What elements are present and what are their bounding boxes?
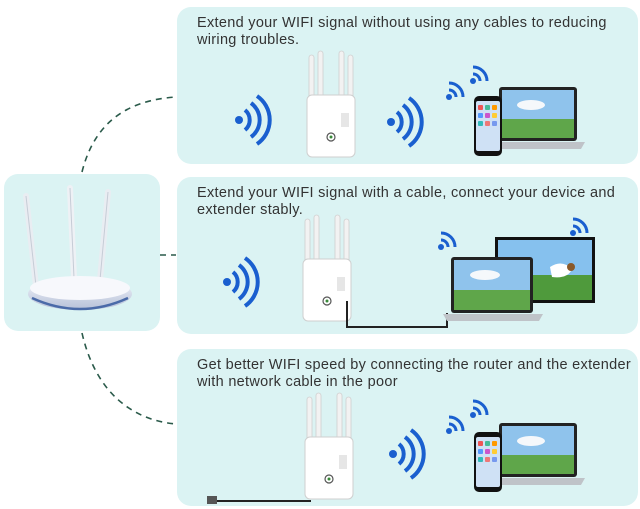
wifi-signal-icon <box>446 81 465 100</box>
wifi-signal-icon <box>389 428 426 480</box>
panel-caption: Extend your WIFI signal without using an… <box>197 15 607 48</box>
panel-wireless: Extend your WIFI signal without using an… <box>177 7 638 164</box>
laptop-icon <box>491 87 585 149</box>
extender-icon <box>306 50 356 158</box>
laptop-icon <box>443 257 543 321</box>
wifi-signal-icon <box>235 94 272 146</box>
wifi-signal-icon <box>223 256 260 308</box>
wifi-signal-icon <box>446 415 465 434</box>
ethernet-cable-icon <box>207 496 311 504</box>
router-panel <box>4 174 160 331</box>
wifi-signal-icon <box>570 217 589 236</box>
wifi-signal-icon <box>438 231 457 250</box>
wifi-signal-icon <box>470 399 489 418</box>
extender-icon <box>302 214 352 322</box>
panel-wired-router: Get better WIFI speed by connecting the … <box>177 349 638 506</box>
smartphone-icon <box>474 432 502 492</box>
panel-wired-device: Extend your WIFI signal with a cable, co… <box>177 177 638 334</box>
smartphone-icon <box>474 96 502 156</box>
extender-icon <box>304 392 354 500</box>
laptop-icon <box>491 423 585 485</box>
panel-caption: Get better WIFI speed by connecting the … <box>197 357 632 390</box>
panel-caption: Extend your WIFI signal with a cable, co… <box>197 185 616 218</box>
wifi-signal-icon <box>387 96 424 148</box>
router-icon <box>23 185 132 311</box>
wifi-signal-icon <box>470 65 489 84</box>
